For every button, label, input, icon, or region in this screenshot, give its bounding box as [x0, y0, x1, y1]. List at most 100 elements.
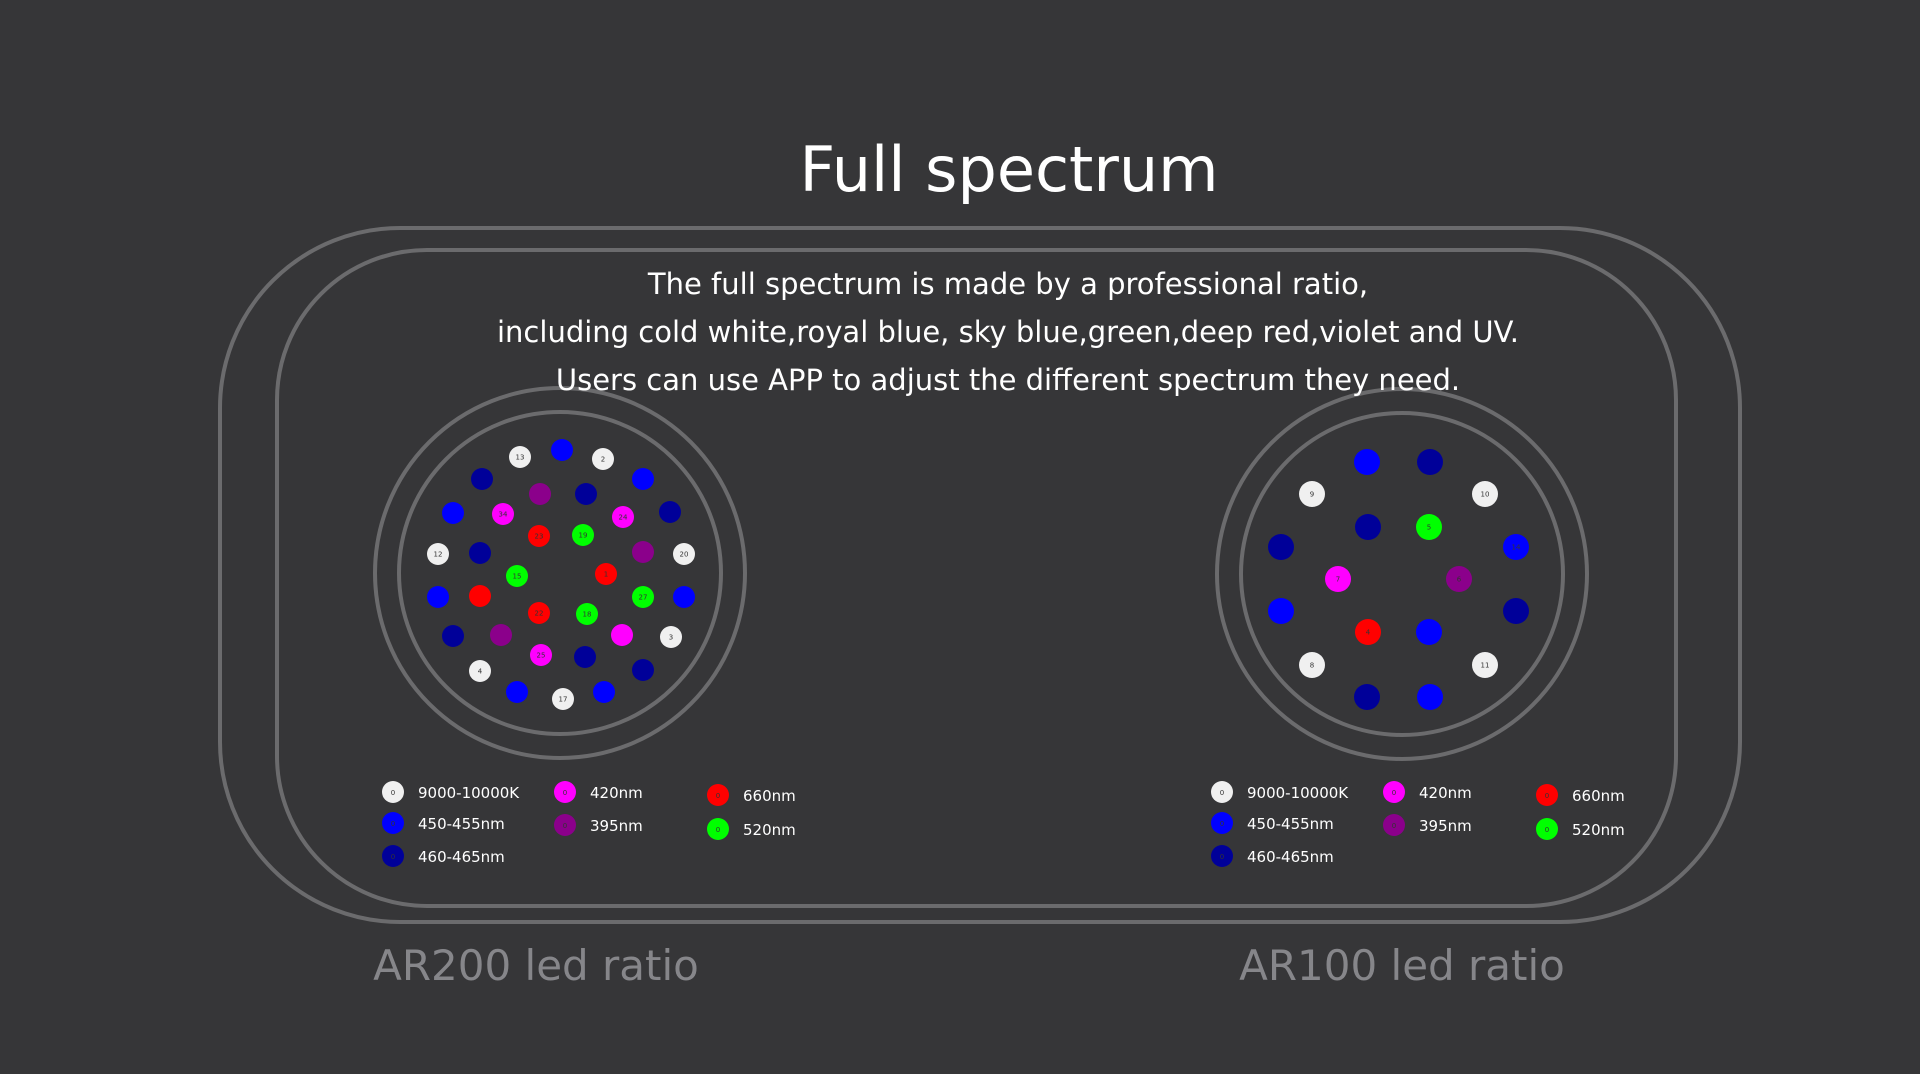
ar200-label: AR200 led ratio	[373, 941, 699, 990]
legend-swatch	[1211, 845, 1233, 867]
led-number: 8	[1310, 662, 1314, 670]
led: 22	[528, 602, 550, 624]
led	[632, 468, 654, 490]
led-dot	[1299, 481, 1325, 507]
legend-item: 0 395nm	[554, 814, 643, 836]
led-number: 19	[579, 532, 588, 540]
led-dot	[506, 681, 528, 703]
legend-label: 520nm	[1572, 821, 1625, 839]
page-title: Full spectrum	[799, 133, 1219, 206]
led	[659, 501, 681, 523]
led-dot	[1417, 449, 1443, 475]
led: 10	[1472, 481, 1498, 507]
led-dot	[1472, 481, 1498, 507]
led-dot	[574, 646, 596, 668]
led: 34	[492, 503, 514, 525]
led-number: 5	[1427, 524, 1431, 532]
led: 4	[469, 660, 491, 682]
led-dot	[1268, 534, 1294, 560]
led: 9	[1299, 481, 1325, 507]
legend-swatch	[382, 845, 404, 867]
legend-swatch-number: 0	[391, 820, 395, 828]
led	[551, 439, 573, 461]
legend-label: 450-455nm	[1247, 815, 1334, 833]
description-line: including cold white,royal blue, sky blu…	[497, 315, 1519, 349]
led-number: 3	[669, 634, 673, 642]
led-dot	[530, 644, 552, 666]
led-dot	[632, 468, 654, 490]
led: 15	[506, 565, 528, 587]
legend-swatch-number: 0	[1220, 789, 1224, 797]
legend-swatch	[554, 814, 576, 836]
led-dot	[632, 541, 654, 563]
legend-label: 9000-10000K	[1247, 784, 1349, 802]
led-dot	[1503, 534, 1529, 560]
led	[1268, 598, 1294, 624]
led	[673, 586, 695, 608]
legend-swatch	[707, 818, 729, 840]
legend-swatch	[707, 784, 729, 806]
legend-label: 660nm	[1572, 787, 1625, 805]
led-dot	[659, 501, 681, 523]
outer-ring	[1215, 387, 1589, 761]
led	[574, 646, 596, 668]
led-number: 4	[1366, 629, 1371, 637]
legend-label: 520nm	[743, 821, 796, 839]
legend-label: 460-465nm	[1247, 848, 1334, 866]
led-dot	[427, 586, 449, 608]
led-number: 15	[513, 573, 522, 581]
led: 18	[576, 603, 598, 625]
led-dot	[1355, 619, 1381, 645]
led-number: 27	[639, 594, 648, 602]
led: 17	[552, 688, 574, 710]
led-dot	[529, 483, 551, 505]
led	[427, 586, 449, 608]
legend-swatch-number: 0	[563, 822, 567, 830]
led: 27	[632, 586, 654, 608]
led-dot	[632, 586, 654, 608]
led-dot	[490, 624, 512, 646]
led: 5	[1416, 514, 1442, 540]
legend-swatch	[1536, 784, 1558, 806]
legend-swatch	[382, 781, 404, 803]
led-dot	[551, 439, 573, 461]
outer-frame	[218, 226, 1742, 924]
led	[469, 585, 491, 607]
led	[506, 681, 528, 703]
led-dot	[1268, 598, 1294, 624]
led	[471, 468, 493, 490]
led-dot	[469, 585, 491, 607]
led	[442, 502, 464, 524]
led-dot	[595, 563, 617, 585]
led-number: 4	[478, 668, 483, 676]
led: 4	[1355, 619, 1381, 645]
legend-label: 395nm	[590, 817, 643, 835]
led-number: 12	[434, 551, 443, 559]
led: 12	[427, 543, 449, 565]
led-dot	[528, 602, 550, 624]
legend-label: 660nm	[743, 787, 796, 805]
led: 24	[612, 506, 634, 528]
led: 11	[1472, 652, 1498, 678]
led-dot	[592, 448, 614, 470]
led-dot	[471, 468, 493, 490]
led-number: 10	[1481, 491, 1490, 499]
led: 8	[1299, 652, 1325, 678]
led-dot	[528, 525, 550, 547]
legend-swatch-number: 0	[1392, 789, 1396, 797]
led	[1416, 619, 1442, 645]
legend-swatch	[1536, 818, 1558, 840]
led-number: 7	[1336, 576, 1340, 584]
